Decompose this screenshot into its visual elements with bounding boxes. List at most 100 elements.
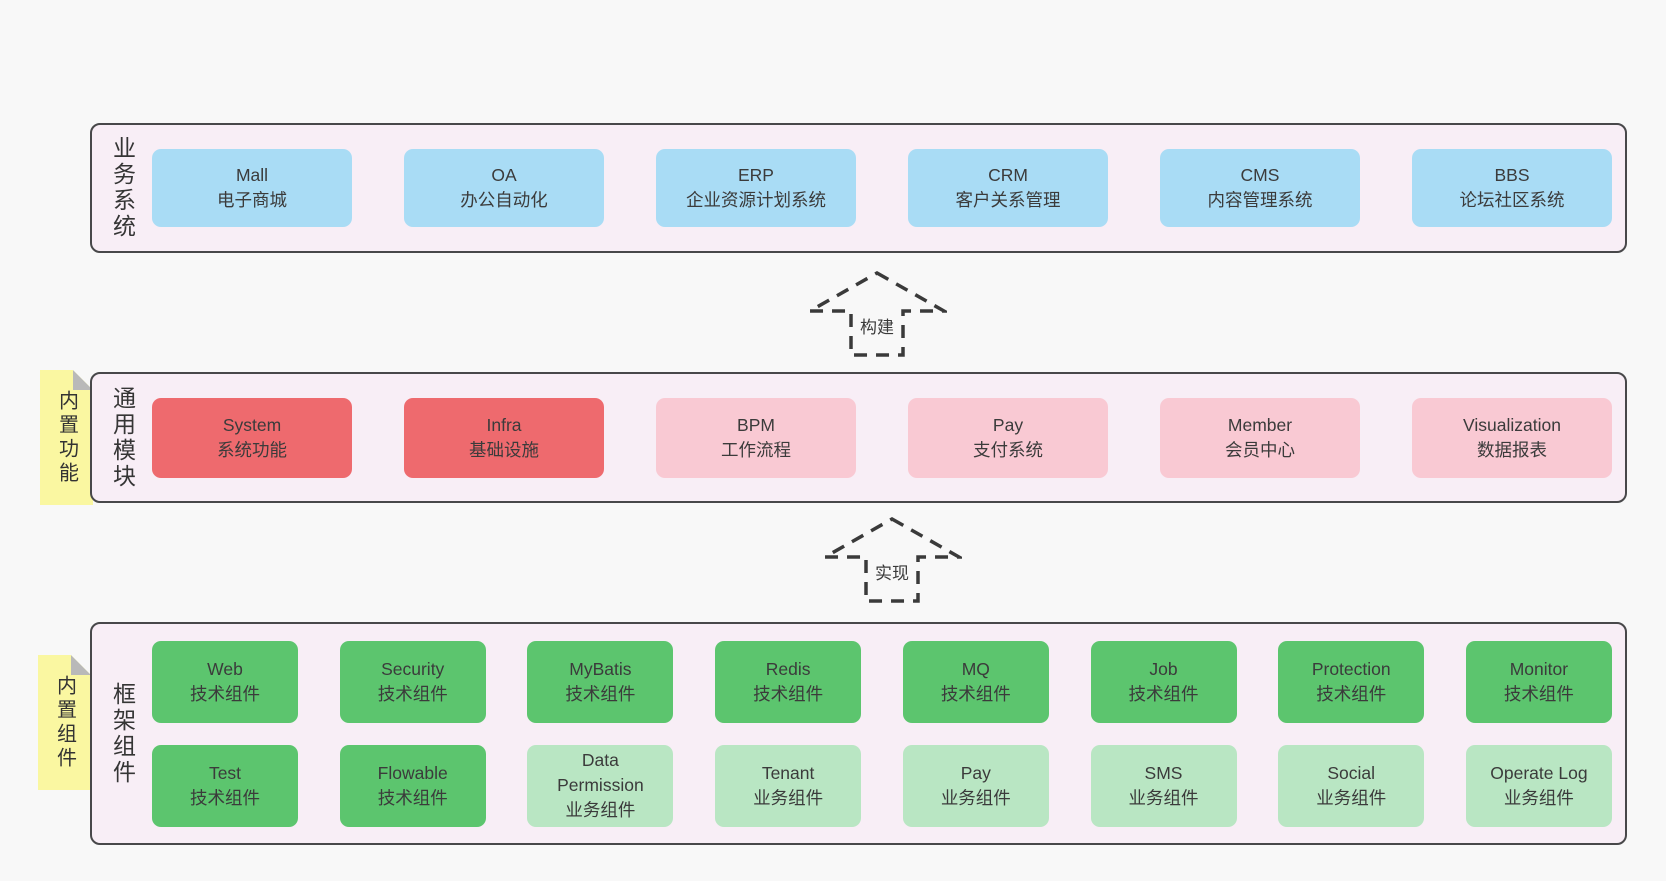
node-security: Security 技术组件 bbox=[339, 640, 486, 723]
node-title: CRM bbox=[988, 165, 1028, 185]
node-title: Pay bbox=[960, 762, 991, 783]
node-title: Protection bbox=[1311, 658, 1391, 679]
node-bpm: BPM 工作流程 bbox=[656, 397, 856, 478]
node-crm: CRM 客户关系管理 bbox=[908, 149, 1108, 227]
node-title: Infra bbox=[486, 414, 522, 435]
node-subtitle: 系统功能 bbox=[217, 439, 287, 460]
node-title: Tenant bbox=[761, 762, 815, 783]
node-title: MQ bbox=[961, 658, 990, 679]
node-title: Pay bbox=[992, 414, 1024, 435]
layer-label-column: 框架组件 bbox=[92, 624, 152, 843]
layer-label: 框架组件 bbox=[109, 681, 136, 786]
node-subtitle: 基础设施 bbox=[469, 439, 539, 460]
layer-business-systems: 业务系统 Mall 电子商城 OA 办公自动化 ERP 企业资源计划系统 CRM… bbox=[90, 123, 1627, 253]
node-mybatis: MyBatis 技术组件 bbox=[527, 640, 674, 723]
node-pay-system: Pay 支付系统 bbox=[908, 397, 1108, 478]
node-title: Visualization bbox=[1463, 414, 1561, 435]
layer-common-modules: 通用模块 System 系统功能 Infra 基础设施 BPM 工作流程 Pay… bbox=[90, 372, 1627, 503]
node-subtitle: 数据报表 bbox=[1477, 439, 1547, 460]
node-subtitle: 技术组件 bbox=[940, 683, 1011, 704]
node-social: Social 业务组件 bbox=[1278, 744, 1425, 827]
node-operate-log: Operate Log 业务组件 bbox=[1465, 744, 1612, 827]
node-title: BBS bbox=[1494, 165, 1530, 185]
node-member: Member 会员中心 bbox=[1160, 397, 1360, 478]
node-subtitle: 工作流程 bbox=[721, 439, 791, 460]
node-title: Mall bbox=[235, 165, 269, 185]
node-title: OA bbox=[491, 165, 517, 185]
node-subtitle: 电子商城 bbox=[217, 190, 287, 210]
sticky-note-text: 内置组件 bbox=[53, 674, 76, 771]
layer-content: Web 技术组件 Security 技术组件 MyBatis 技术组件 Redi… bbox=[152, 624, 1625, 843]
layer-label-column: 通用模块 bbox=[92, 374, 152, 501]
node-subtitle: 技术组件 bbox=[190, 787, 260, 808]
node-title: Redis bbox=[765, 658, 811, 679]
node-visualization: Visualization 数据报表 bbox=[1412, 397, 1612, 478]
node-subtitle: 会员中心 bbox=[1225, 439, 1295, 460]
layer-content: System 系统功能 Infra 基础设施 BPM 工作流程 Pay 支付系统… bbox=[152, 374, 1625, 501]
node-title: Member bbox=[1227, 414, 1293, 435]
node-mq: MQ 技术组件 bbox=[902, 640, 1049, 723]
node-oa: OA 办公自动化 bbox=[404, 149, 604, 227]
node-web: Web 技术组件 bbox=[152, 640, 298, 723]
arrow-implement: 实现 bbox=[822, 516, 962, 604]
node-subtitle: 支付系统 bbox=[973, 439, 1043, 460]
node-subtitle: 技术组件 bbox=[190, 683, 260, 704]
node-tenant: Tenant 业务组件 bbox=[715, 744, 862, 827]
components-row-2: Test 技术组件 Flowable 技术组件 Data Permission … bbox=[152, 744, 1612, 827]
node-subtitle: 业务组件 bbox=[1128, 787, 1199, 808]
sticky-note-builtin-features: 内置功能 bbox=[40, 370, 93, 505]
node-title: Job bbox=[1149, 658, 1178, 679]
arrow-implement-label: 实现 bbox=[872, 558, 912, 585]
node-subtitle: 技术组件 bbox=[1128, 683, 1199, 704]
node-pay-component: Pay 业务组件 bbox=[902, 744, 1049, 827]
folded-corner-icon bbox=[71, 655, 91, 675]
sticky-note-builtin-components: 内置组件 bbox=[38, 655, 91, 790]
components-row-1: Web 技术组件 Security 技术组件 MyBatis 技术组件 Redi… bbox=[152, 640, 1612, 723]
node-subtitle: 技术组件 bbox=[753, 683, 824, 704]
dashed-up-arrow-icon bbox=[807, 270, 947, 357]
node-title: MyBatis bbox=[569, 658, 632, 679]
node-redis: Redis 技术组件 bbox=[715, 640, 862, 723]
node-bbs: BBS 论坛社区系统 bbox=[1412, 149, 1612, 227]
node-subtitle: 业务组件 bbox=[753, 787, 824, 808]
node-protection: Protection 技术组件 bbox=[1278, 640, 1425, 723]
node-flowable: Flowable 技术组件 bbox=[339, 744, 486, 827]
node-infra: Infra 基础设施 bbox=[404, 397, 604, 478]
arrow-build: 构建 bbox=[807, 270, 947, 358]
layer-label: 业务系统 bbox=[109, 136, 136, 240]
node-cms: CMS 内容管理系统 bbox=[1160, 149, 1360, 227]
layer-label: 通用模块 bbox=[109, 385, 136, 490]
node-subtitle: 业务组件 bbox=[1316, 787, 1387, 808]
node-subtitle: 技术组件 bbox=[565, 683, 636, 704]
node-subtitle: 客户关系管理 bbox=[955, 190, 1061, 210]
node-system: System 系统功能 bbox=[152, 397, 352, 478]
node-subtitle: 业务组件 bbox=[1503, 787, 1574, 808]
layer-content: Mall 电子商城 OA 办公自动化 ERP 企业资源计划系统 CRM 客户关系… bbox=[152, 125, 1625, 251]
node-title: System bbox=[222, 414, 282, 435]
node-subtitle: 论坛社区系统 bbox=[1459, 190, 1565, 210]
node-mall: Mall 电子商城 bbox=[152, 149, 352, 227]
node-monitor: Monitor 技术组件 bbox=[1465, 640, 1612, 723]
node-subtitle: 技术组件 bbox=[1503, 683, 1574, 704]
node-title: BPM bbox=[737, 414, 775, 435]
node-job: Job 技术组件 bbox=[1090, 640, 1237, 723]
node-title: Test bbox=[208, 762, 242, 783]
node-title: Social bbox=[1327, 762, 1376, 783]
node-title: Data Permission bbox=[557, 750, 644, 795]
node-title: Flowable bbox=[377, 762, 448, 783]
layer-framework-components: 框架组件 Web 技术组件 Security 技术组件 MyBatis 技术组件… bbox=[90, 622, 1627, 845]
node-subtitle: 技术组件 bbox=[377, 787, 448, 808]
node-title: ERP bbox=[738, 165, 774, 185]
node-subtitle: 业务组件 bbox=[940, 787, 1011, 808]
node-subtitle: 技术组件 bbox=[1316, 683, 1387, 704]
node-title: CMS bbox=[1240, 165, 1280, 185]
node-erp: ERP 企业资源计划系统 bbox=[656, 149, 856, 227]
node-sms: SMS 业务组件 bbox=[1090, 744, 1237, 827]
node-title: Security bbox=[381, 658, 445, 679]
node-subtitle: 内容管理系统 bbox=[1207, 190, 1313, 210]
arrow-build-label: 构建 bbox=[857, 312, 897, 339]
node-title: Operate Log bbox=[1490, 762, 1588, 783]
dashed-up-arrow-icon bbox=[822, 516, 962, 603]
layer-label-column: 业务系统 bbox=[92, 125, 152, 251]
